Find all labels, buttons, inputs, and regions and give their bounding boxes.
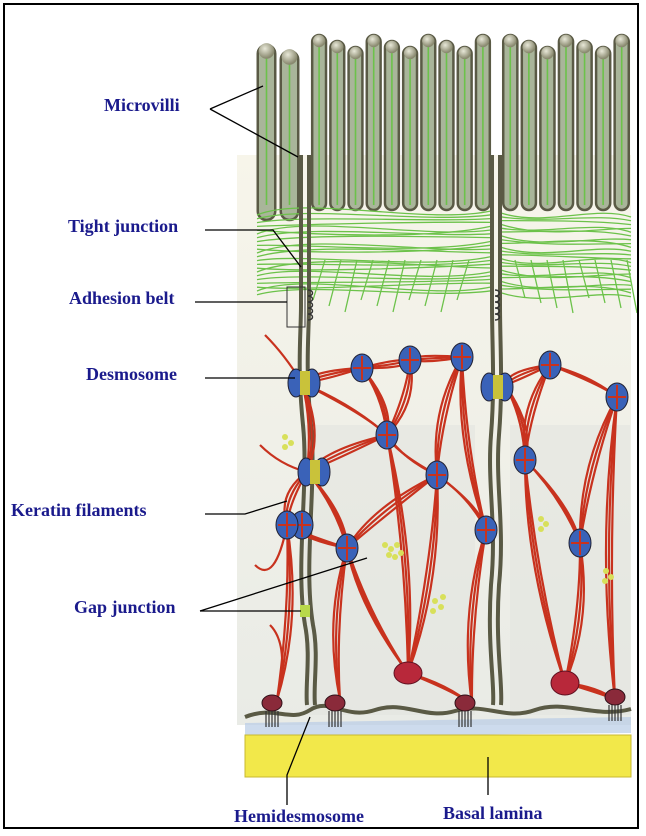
label-gap-junction: Gap junction: [74, 597, 176, 617]
microvillus-tip: [282, 49, 298, 65]
desmosome-core: [310, 460, 320, 484]
hemidesmosome-icon: [262, 695, 282, 711]
microvillus-tip: [504, 35, 517, 48]
microvillus-tip: [404, 47, 416, 59]
microvillus-tip: [578, 41, 591, 54]
microvillus-tip: [349, 47, 361, 59]
microvillus-tip: [523, 41, 536, 54]
label-hemidesmosome: Hemidesmosome: [234, 806, 364, 826]
hemidesmosome-icon: [325, 695, 345, 711]
desmosome-core: [300, 371, 310, 395]
label-microvilli: Microvilli: [104, 95, 180, 115]
keratin-knot: [551, 671, 579, 695]
microvillus-tip: [477, 35, 489, 47]
microvillus-tip: [560, 35, 573, 48]
microvillus-tip: [259, 43, 275, 59]
microvillus-tip: [313, 35, 325, 47]
microvillus-tip: [541, 47, 554, 60]
leader-microvilli-1: [210, 86, 263, 109]
label-basal-lamina: Basal lamina: [443, 803, 543, 823]
figure-frame: Microvilli Tight junction Adhesion belt …: [3, 3, 639, 829]
label-desmosome: Desmosome: [86, 364, 177, 384]
label-adhesion-belt: Adhesion belt: [69, 288, 175, 308]
epithelial-junctions-illustration: [5, 5, 637, 827]
basal-lamina: [245, 735, 631, 777]
label-tight-junction: Tight junction: [68, 216, 178, 236]
desmosome-core: [493, 375, 503, 399]
microvillus-tip: [440, 41, 452, 53]
microvillus-tip: [615, 35, 628, 48]
microvillus-tip: [368, 35, 380, 47]
hemidesmosome-icon: [605, 689, 625, 705]
microvillus-tip: [331, 41, 343, 53]
keratin-knot: [394, 662, 422, 684]
microvillus-tip: [422, 35, 434, 47]
microvillus-tip: [386, 41, 398, 53]
microvillus-tip: [459, 47, 471, 59]
microvillus-tip: [597, 47, 610, 60]
microvilli-group: [258, 35, 629, 220]
hemidesmosome-icon: [455, 695, 475, 711]
gap-junction-icon: [300, 605, 310, 617]
label-keratin-filaments: Keratin filaments: [11, 500, 146, 520]
